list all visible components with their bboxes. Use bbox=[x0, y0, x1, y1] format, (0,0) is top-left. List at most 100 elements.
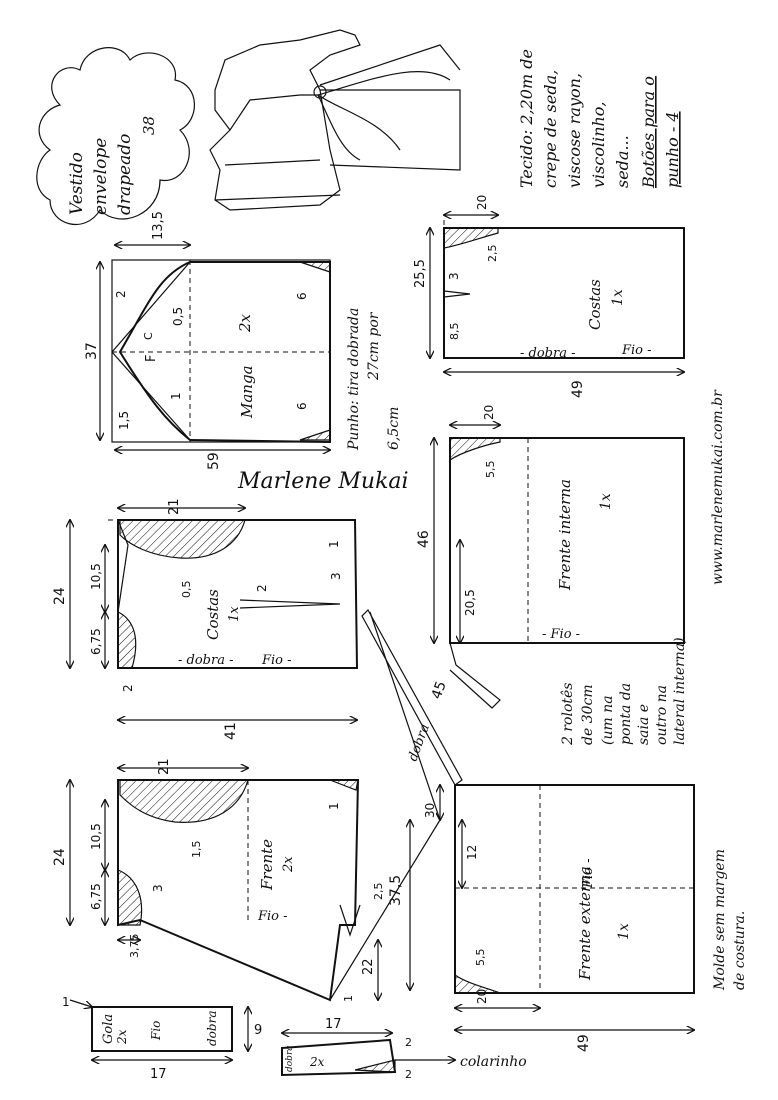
rouleau-note: 2 rolotês de 30cm (um na ponta da saia e… bbox=[560, 637, 688, 746]
back-skirt-dart: 3 bbox=[447, 272, 461, 280]
title-line1: Vestido bbox=[67, 152, 87, 215]
back-bodice-dart: 3 bbox=[329, 572, 343, 580]
outer-front-curve: 5,5 bbox=[474, 949, 487, 967]
outer-front-top: 30 bbox=[423, 803, 437, 818]
sleeve-piece: 13,5 37 59 2 0,5 1 1,5 F C Manga 2x 6 6 bbox=[84, 211, 331, 470]
sleeve-hem-1: 6 bbox=[295, 292, 309, 300]
drape-len1: 45 bbox=[429, 679, 450, 701]
small-collar-label: colarinho bbox=[460, 1054, 527, 1070]
back-bodice-neck: 10,5 bbox=[89, 563, 103, 590]
sleeve-top-label: 13,5 bbox=[151, 211, 166, 240]
rouleau-line4: ponta da bbox=[618, 683, 634, 745]
back-skirt-top: 20 bbox=[475, 195, 489, 210]
fabric-line6: Botões para o bbox=[639, 76, 658, 189]
cuff-note: Punho: tira dobrada 27cm por 6,5cm bbox=[346, 308, 402, 451]
collar-band-fold: dobra bbox=[205, 1011, 219, 1046]
rouleau-line1: 2 rolotês bbox=[560, 683, 576, 746]
seam-note: Molde sem margem de costura. bbox=[712, 849, 748, 991]
fabric-line5: seda... bbox=[613, 135, 632, 188]
back-bodice-height: 24 bbox=[52, 587, 68, 605]
back-skirt-h1: 25,5 bbox=[413, 259, 428, 288]
front-bodice-side: 3,75 bbox=[128, 934, 141, 959]
seam-line1: Molde sem margem bbox=[712, 849, 728, 991]
inner-front-grain: - Fio - bbox=[542, 627, 580, 642]
fabric-note: Tecido: 2,20m de crepe de seda, viscose … bbox=[517, 49, 682, 189]
back-bodice-qty: 1x bbox=[227, 606, 242, 622]
front-bodice-shoulder: 1 bbox=[327, 802, 341, 810]
sleeve-width-label: 59 bbox=[206, 452, 222, 470]
front-bodice-grain: Fio - bbox=[257, 909, 288, 924]
outer-front-side: 12 bbox=[465, 845, 479, 860]
sleeve-qty: 2x bbox=[236, 313, 254, 333]
fabric-line2: crepe de seda, bbox=[541, 70, 560, 188]
back-skirt-height: 49 bbox=[570, 380, 586, 398]
fabric-line1: Tecido: 2,20m de bbox=[517, 49, 536, 188]
front-bodice-qty: 2x bbox=[281, 856, 296, 873]
outer-front-qty: 1x bbox=[616, 923, 632, 940]
back-bodice-arm: 6,75 bbox=[89, 628, 103, 655]
collar-band-end: 1 bbox=[62, 995, 70, 1009]
cuff-line1: Punho: tira dobrada bbox=[346, 308, 362, 451]
back-bodice-name: Costas bbox=[204, 589, 222, 640]
rouleau-line2: de 30cm bbox=[580, 684, 596, 745]
seam-line2: de costura. bbox=[732, 911, 748, 990]
website-label: www.marlenemukai.com.br bbox=[710, 389, 726, 585]
back-skirt-dart-small: 2,5 bbox=[486, 245, 499, 263]
collar-band-width: 17 bbox=[150, 1067, 167, 1082]
inner-front-piece: 20 5,5 46 20,5 Frente interna 1x - Fio - bbox=[416, 405, 685, 709]
small-collar-end-2: 2 bbox=[405, 1068, 412, 1081]
front-bodice-curve: 1,5 bbox=[190, 841, 203, 859]
inner-front-name: Frente interna bbox=[556, 479, 574, 591]
collar-band-qty: 2x bbox=[115, 1029, 129, 1045]
outer-front-piece: 30 12 5,5 20 49 Frente externa 1x Fio - bbox=[423, 784, 695, 1052]
fabric-line7: punho - 4 bbox=[663, 111, 682, 188]
sleeve-name: Manga bbox=[238, 365, 256, 419]
title-line2: envelope bbox=[91, 138, 111, 215]
dress-sketch bbox=[209, 29, 461, 211]
sleeve-mark-c: C bbox=[142, 332, 155, 340]
cuff-line2: 27cm por bbox=[366, 311, 382, 381]
sleeve-cap-2: 0,5 bbox=[171, 307, 185, 326]
outer-front-name: Frente externa bbox=[576, 866, 594, 981]
sleeve-cap-1: 2 bbox=[114, 290, 128, 298]
outer-front-bottom: 20 bbox=[475, 989, 489, 1004]
outer-front-height: 49 bbox=[576, 1034, 592, 1052]
back-bodice-curve: 0,5 bbox=[180, 581, 193, 599]
inner-front-qty: 1x bbox=[598, 493, 614, 510]
rouleau-line7: lateral interna) bbox=[672, 637, 688, 745]
sleeve-mark-f: F bbox=[144, 355, 159, 362]
drape-len2: 37,5 bbox=[388, 875, 404, 906]
small-collar-width: 17 bbox=[325, 1017, 342, 1032]
title-size: 38 bbox=[140, 116, 158, 135]
front-bodice-piece: 21 24 10,5 6,75 1 1,5 3 3,75 2,5 22 1 Fr… bbox=[52, 758, 385, 1002]
collar-band-name: Gola bbox=[101, 1014, 116, 1044]
rouleau-line5: saia e bbox=[636, 704, 652, 745]
outer-front-grain: Fio - bbox=[581, 858, 596, 889]
fabric-line4: viscolinho, bbox=[589, 101, 608, 188]
front-bodice-neck: 10,5 bbox=[89, 823, 103, 850]
inner-front-curve: 5,5 bbox=[484, 461, 497, 479]
inner-front-height: 46 bbox=[416, 530, 432, 548]
sleeve-cap-3: 1 bbox=[169, 392, 183, 400]
back-bodice-piece: 21 24 10,5 6,75 1 0,5 2 3 2 Costas 1x - … bbox=[52, 498, 359, 740]
back-bodice-dart-w: 2 bbox=[255, 584, 269, 592]
rouleau-line6: outro na bbox=[654, 685, 670, 745]
back-skirt-name: Costas bbox=[586, 279, 604, 330]
front-bodice-waist: 22 bbox=[361, 958, 376, 975]
front-bodice-extra: 2,5 bbox=[372, 883, 385, 901]
inner-front-side: 20,5 bbox=[463, 589, 477, 616]
back-skirt-qty: 1x bbox=[610, 289, 626, 306]
rouleau-line3: (um na bbox=[600, 695, 616, 745]
back-bodice-grain: Fio - bbox=[261, 653, 292, 668]
front-bodice-tip: 1 bbox=[342, 995, 355, 1002]
collar-band-piece: 1 Gola 2x Fio dobra 9 17 bbox=[62, 995, 262, 1082]
back-bodice-bottom: 2 bbox=[121, 684, 135, 692]
back-bodice-shoulder: 1 bbox=[327, 540, 341, 548]
collar-band-height: 9 bbox=[254, 1023, 262, 1038]
small-collar-fold: dobra bbox=[285, 1045, 295, 1072]
back-bodice-width: 21 bbox=[167, 498, 182, 515]
sleeve-height-label: 37 bbox=[84, 342, 100, 360]
title-line3: drapeado bbox=[115, 134, 135, 215]
back-bodice-total: 41 bbox=[223, 722, 239, 740]
back-skirt-piece: 20 2,5 3 25,5 8,5 49 Costas 1x - dobra -… bbox=[413, 195, 685, 398]
